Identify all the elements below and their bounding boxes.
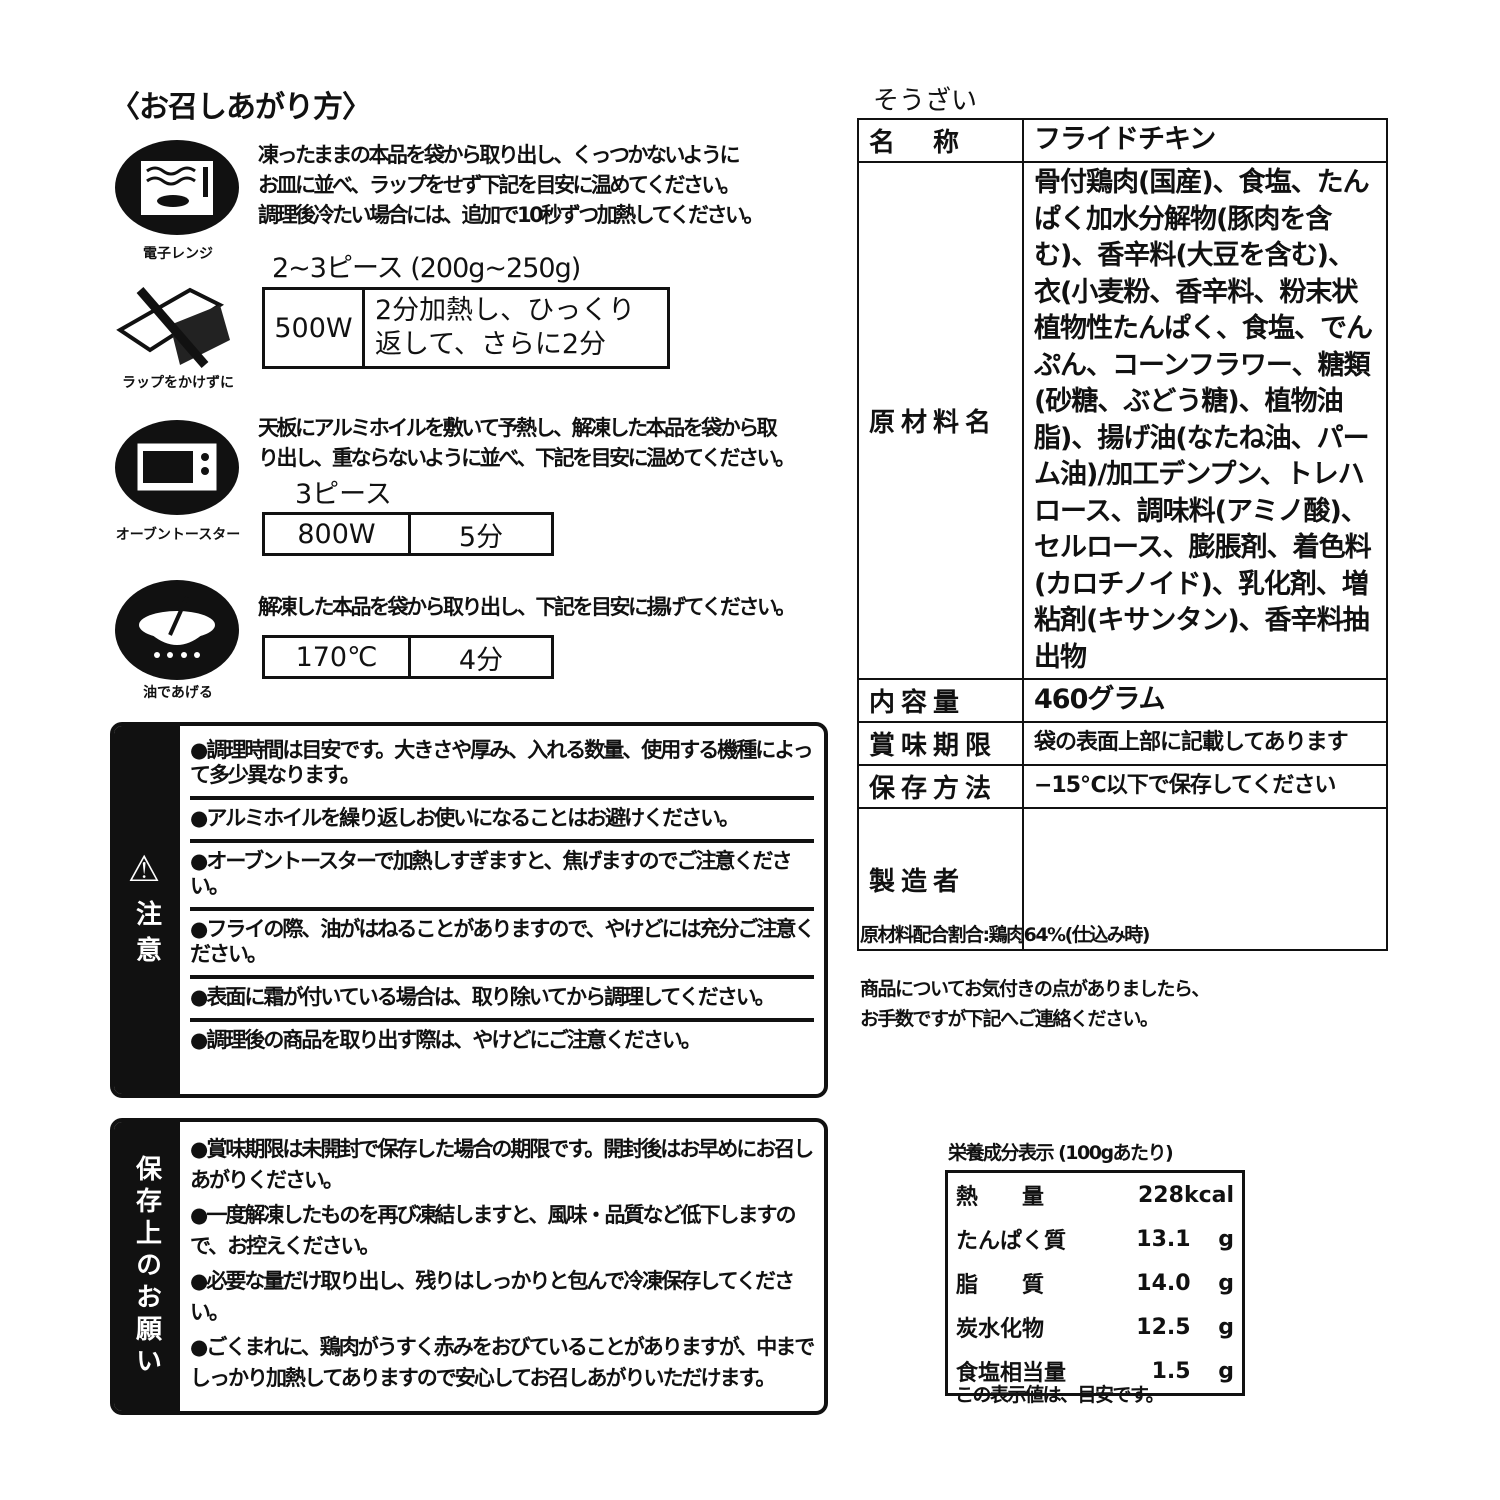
microwave-time-line: 2分加熱し、ひっくり [375,295,636,326]
caution-item: ●オーブントースターで加熱しすぎますと、焦げますのでご注意ください。 [190,843,814,911]
value-ingredients: 骨付鶏肉(国産)、食塩、たんぱく加水分解物(豚肉を含む)、香辛料(大豆を含む)、… [1022,161,1388,680]
caution-item: ●調理時間は目安です。大きさや厚み、入れる数量、使用する機種によって多少異なりま… [190,732,814,800]
value-name: フライドチキン [1022,118,1388,163]
storage-notes-title: 保存上のお願い [131,1154,162,1379]
caution-item: ●フライの際、油がはねることがありますので、やけどには充分ご注意ください。 [190,911,815,979]
nutrient-name: 炭水化物 [956,1317,1045,1342]
nutrient-value: 228 [1138,1182,1184,1208]
toaster-time: 5分 [458,521,504,553]
microwave-label: 電子レンジ [143,246,213,262]
nutrition-title: 栄養成分表示 (100gあたり) [948,1142,1174,1164]
nutrient-value: 12.5 [1136,1314,1191,1340]
nutrient-unit: g [1218,1314,1234,1340]
microwave-quantity: 2~3ピース (200g~250g) [272,253,581,284]
how-to-eat-heading: 〈お召しあがり方〉 [110,90,372,125]
fry-label: 油であげる [143,685,213,701]
fry-instruction: 解凍した本品を袋から取り出し、下記を目安に揚げてください。 [258,595,796,619]
microwave-instruction-line: 凍ったままの本品を袋から取り出し、くっつかないように [258,143,740,167]
toaster-icon [115,420,239,515]
caution-title: 注意 [131,899,162,972]
storage-note-item: ●ごくまれに、鶏肉がうすく赤みをおびていることがありますが、中までしっかり加熱し… [190,1335,815,1390]
ingredient-ratio: 原材料配合割合:鶏肉64%(仕込み時) [860,924,1150,946]
nutrient-value: 1.5 [1151,1358,1191,1384]
label-name: 名 称 [857,118,1024,163]
storage-notes-box: 保存上のお願い ●賞味期限は未開封で保存した場合の期限です。開封後はお早めにお召… [110,1118,828,1415]
caution-item: ●アルミホイルを繰り返しお使いになることはお避けください。 [190,800,814,843]
nutrition-note: この表示値は、目安です。 [955,1384,1165,1406]
nutrient-unit: kcal [1183,1182,1234,1208]
nutrient-unit: g [1218,1226,1234,1252]
nutrient-name: 食塩相当量 [956,1361,1067,1386]
nutrition-table: 熱 量 228kcal たんぱく質 13.1 g 脂 質 14.0 g 炭水化物 12.5 g… [945,1170,1245,1396]
microwave-power: 500W [265,290,365,366]
nutrient-unit: g [1218,1270,1234,1296]
no-wrap-icon [110,280,240,374]
storage-note-item: ●一度解凍したものを再び凍結しますと、風味・品質など低下しますので、お控えくださ… [190,1203,796,1258]
category-label: そうざい [873,86,978,116]
microwave-instruction-line: 調理後冷たい場合には、追加で10秒ずつ加熱してください。 [258,203,764,227]
storage-note-item: ●賞味期限は未開封で保存した場合の期限です。開封後はお早めにお召しあがりください… [190,1137,814,1192]
nutrient-name: たんぱく質 [956,1229,1067,1254]
microwave-instruction-line: お皿に並べ、ラップをせず下記を目安に温めてください。 [258,173,741,197]
caution-item: ●表面に霜が付いている場合は、取り除いてから調理してください。 [190,979,814,1022]
nutrient-unit: g [1218,1358,1234,1384]
storage-note-item: ●必要な量だけ取り出し、残りはしっかりと包んで冷凍保存してください。 [190,1269,795,1324]
value-manufacturer [1022,807,1388,951]
product-info-table: 名 称フライドチキン 原材料名骨付鶏肉(国産)、食塩、たんぱく加水分解物(豚肉を… [857,118,1388,951]
caution-box: ⚠ 注意 ●調理時間は目安です。大きさや厚み、入れる数量、使用する機種によって多… [110,722,828,1098]
toaster-label: オーブントースター [115,527,241,543]
label-storage: 保存方法 [857,764,1024,809]
label-ingredients: 原材料名 [857,161,1024,680]
nutrient-name: 熱 量 [956,1185,1045,1210]
nutrient-name: 脂 質 [956,1273,1045,1298]
label-manufacturer: 製造者 [857,807,1024,951]
microwave-icon [115,140,239,235]
label-contents: 内容量 [857,678,1024,723]
contact-line: 商品についてお気付きの点がありましたら、 [860,978,1210,1000]
frying-pot-icon [115,580,239,680]
value-best-before: 袋の表面上部に記載してあります [1022,721,1388,766]
contact-line: お手数ですが下記へご連絡ください。 [860,1008,1159,1030]
toaster-instruction-line: 天板にアルミホイルを敷いて予熱し、解凍した本品を袋から取 [258,416,778,440]
microwave-time-line: 返して、さらに2分 [375,329,607,360]
nutrient-value: 13.1 [1136,1226,1191,1252]
warning-icon: ⚠ [127,848,167,890]
value-contents: 460グラム [1022,678,1388,723]
value-storage: −15℃以下で保存してください [1022,764,1388,809]
toaster-power: 800W [265,515,411,553]
label-best-before: 賞味期限 [857,721,1024,766]
fry-time: 4分 [458,644,504,676]
caution-item: ●調理後の商品を取り出す際は、やけどにご注意ください。 [190,1028,702,1052]
nutrient-value: 14.0 [1136,1270,1191,1296]
toaster-instruction-line: り出し、重ならないように並べ、下記を目安に温めてください。 [258,446,796,470]
fry-temperature: 170℃ [265,638,411,676]
no-wrap-label: ラップをかけずに [122,375,234,391]
toaster-quantity: 3ピース [295,479,392,510]
